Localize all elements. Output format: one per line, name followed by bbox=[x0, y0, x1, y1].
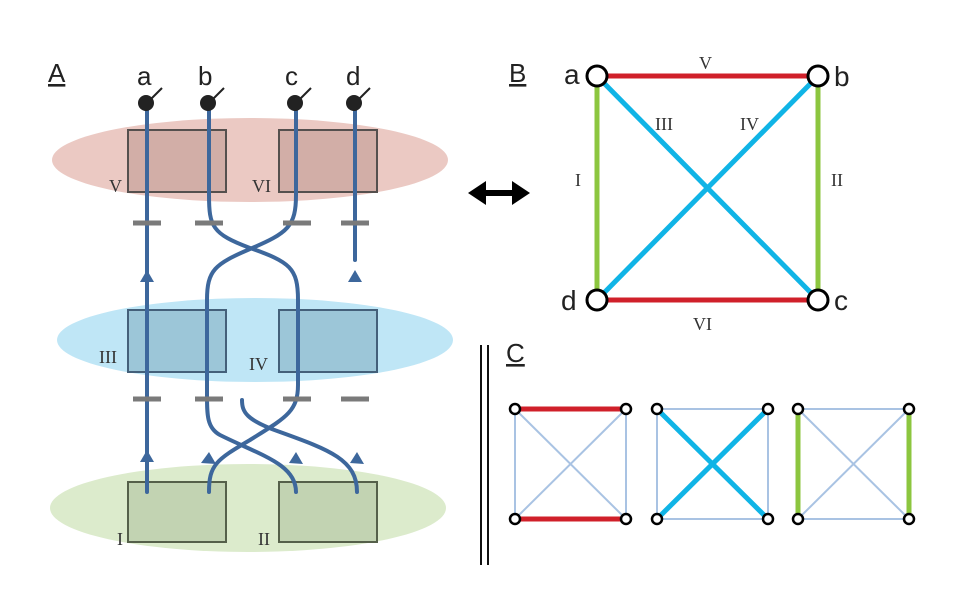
vertex-label-d: d bbox=[561, 285, 577, 316]
box-i bbox=[127, 481, 227, 543]
box-iv bbox=[278, 309, 378, 373]
wire-label-a: a bbox=[137, 61, 152, 91]
panel-b-label: B bbox=[509, 58, 526, 88]
box-label-vi: VI bbox=[252, 176, 271, 196]
edge-label-bottom: VI bbox=[693, 314, 712, 334]
vertex-label-a: a bbox=[564, 59, 580, 90]
small-graph-1 bbox=[508, 402, 633, 526]
wire-label-c: c bbox=[285, 61, 298, 91]
box-ii bbox=[278, 481, 378, 543]
splitter-ticks bbox=[133, 220, 369, 402]
detector-icon bbox=[346, 87, 371, 111]
detectors bbox=[138, 87, 371, 111]
box-label-iv: IV bbox=[249, 354, 268, 374]
box-v bbox=[127, 129, 227, 193]
vertex-label-b: b bbox=[834, 61, 850, 92]
edge-label-right: II bbox=[831, 170, 843, 190]
box-label-i: I bbox=[117, 529, 123, 549]
box-label-iii: III bbox=[99, 347, 117, 367]
band-bottom bbox=[50, 464, 446, 552]
edge-diagonal-bd bbox=[595, 74, 820, 302]
vertex-label-c: c bbox=[834, 285, 848, 316]
panel-a: A V VI III IV I II bbox=[48, 58, 453, 552]
panel-c: C bbox=[480, 338, 916, 565]
detector-icon bbox=[200, 87, 225, 111]
panel-a-label: A bbox=[48, 58, 66, 88]
wire-c bbox=[205, 103, 298, 494]
vertex-a bbox=[585, 64, 609, 88]
panel-b: B a b c d V VI I II III IV bbox=[509, 53, 850, 334]
edge-label-top: V bbox=[699, 53, 712, 73]
small-graph-2 bbox=[650, 402, 775, 526]
vertex-b bbox=[806, 64, 830, 88]
wire-d-lower bbox=[240, 398, 359, 494]
vertex-d bbox=[585, 288, 609, 312]
small-graph-3 bbox=[791, 402, 916, 526]
wire-label-d: d bbox=[346, 61, 360, 91]
double-arrow-icon bbox=[468, 181, 530, 205]
box-iii bbox=[127, 309, 227, 373]
edge-label-diagonal-ac: III bbox=[655, 114, 673, 134]
detector-icon bbox=[138, 87, 163, 111]
wires bbox=[145, 103, 359, 494]
wire-b bbox=[207, 103, 300, 494]
box-label-ii: II bbox=[258, 529, 270, 549]
wire-label-b: b bbox=[198, 61, 212, 91]
wire-arrows bbox=[140, 270, 364, 464]
box-vi bbox=[278, 129, 378, 193]
edge-label-diagonal-bd: IV bbox=[740, 114, 759, 134]
edge-label-left: I bbox=[575, 170, 581, 190]
vertex-c bbox=[806, 288, 830, 312]
panel-c-label: C bbox=[506, 338, 525, 368]
box-label-v: V bbox=[109, 176, 122, 196]
detector-icon bbox=[287, 87, 312, 111]
